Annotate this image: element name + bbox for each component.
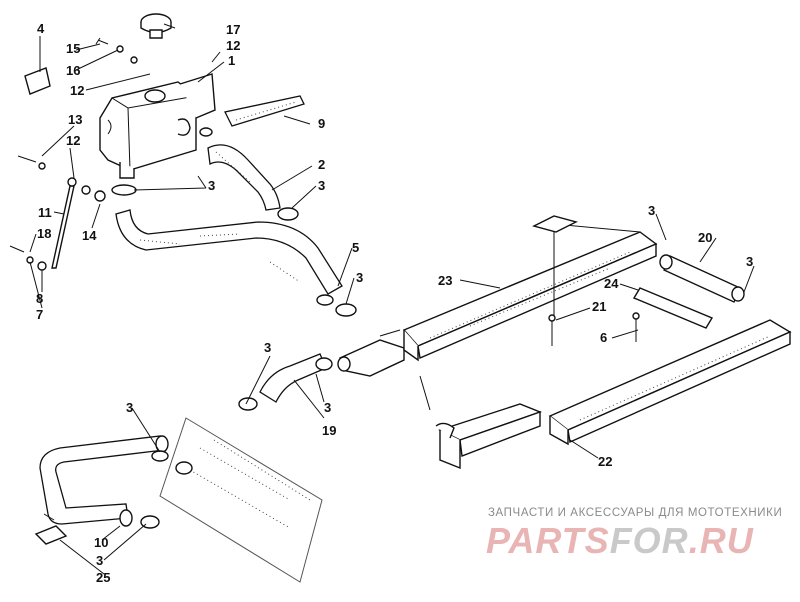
callout-20: 20: [698, 230, 712, 245]
callout-16: 16: [66, 63, 80, 78]
callout-15: 15: [66, 41, 80, 56]
callout-22: 22: [598, 454, 612, 469]
callout-23: 23: [438, 273, 452, 288]
callout-24: 24: [604, 276, 619, 291]
heat-shield-panel: [159, 417, 323, 583]
callout-7: 7: [36, 307, 43, 322]
callout-21: 21: [592, 299, 606, 314]
callout-3: 3: [356, 270, 363, 285]
callout-11: 11: [38, 205, 52, 220]
coolant-tank: [99, 73, 216, 179]
clip: [34, 513, 68, 545]
callout-2: 2: [318, 157, 325, 172]
logo-parts: PARTS: [486, 520, 610, 561]
callout-12: 12: [70, 83, 84, 98]
callout-3: 3: [96, 553, 103, 568]
callout-14: 14: [82, 228, 97, 243]
callout-3: 3: [126, 400, 133, 415]
callout-1: 1: [228, 53, 235, 68]
callout-4: 4: [37, 21, 45, 36]
coupler-tube: [337, 339, 405, 377]
logo-for: FOR: [609, 520, 689, 561]
callout-19: 19: [322, 423, 336, 438]
hose-clamp: [111, 127, 299, 221]
heat-exchanger-lower: [548, 319, 792, 446]
elbow-hose: [238, 353, 333, 411]
callout-3: 3: [746, 254, 753, 269]
callout-3: 3: [648, 203, 655, 218]
long-coolant-hose: [115, 209, 357, 317]
callout-3: 3: [318, 178, 325, 193]
callout-9: 9: [318, 116, 325, 131]
callout-12: 12: [66, 133, 80, 148]
callout-3: 3: [208, 178, 215, 193]
screw-and-washer: [95, 37, 138, 64]
heat-exchanger-upper: [402, 231, 658, 362]
bolts: [548, 312, 640, 346]
rear-cover: [532, 215, 578, 233]
overflow-hose: [224, 95, 305, 127]
callout-3: 3: [324, 400, 331, 415]
callout-18: 18: [37, 226, 51, 241]
callout-3: 3: [264, 340, 271, 355]
callout-8: 8: [36, 291, 43, 306]
front-exchanger-end: [435, 403, 542, 470]
callout-13: 13: [68, 112, 82, 127]
logo-ru: .RU: [688, 520, 754, 561]
callout-10: 10: [94, 535, 108, 550]
callout-17: 17: [226, 22, 240, 37]
rear-hose: [659, 254, 745, 303]
small-exchanger: [632, 287, 714, 329]
radiator-cap: [140, 13, 172, 39]
watermark-caption: ЗАПЧАСТИ И АКСЕССУАРЫ ДЛЯ МОТОТЕХНИКИ: [488, 507, 783, 519]
callout-12: 12: [226, 38, 240, 53]
callout-5: 5: [352, 240, 359, 255]
callout-25: 25: [96, 570, 110, 585]
watermark-logo: PARTSFOR.RU: [486, 520, 754, 562]
upper-hose: [207, 144, 281, 211]
decal: [24, 67, 51, 95]
callout-6: 6: [600, 330, 607, 345]
